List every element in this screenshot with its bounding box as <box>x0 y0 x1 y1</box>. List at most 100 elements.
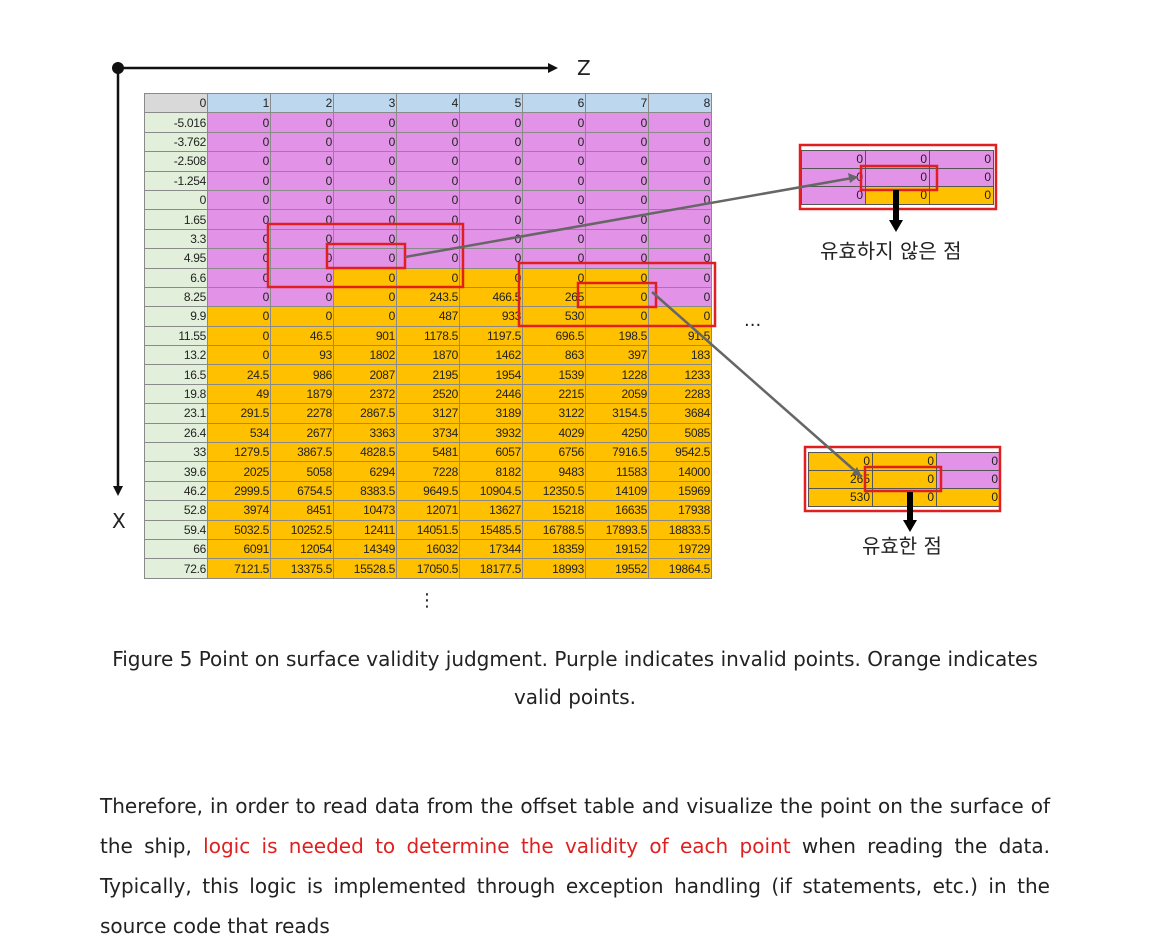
zoom-invalid-cell: 0 <box>929 168 994 187</box>
valid-cell: 466.5 <box>459 286 523 308</box>
valid-cell: 1178.5 <box>396 325 460 347</box>
x-header-cell: 26.4 <box>144 422 208 444</box>
valid-cell: 183 <box>648 345 712 366</box>
valid-cell: 534 <box>207 422 271 444</box>
invalid-cell: 0 <box>648 151 712 172</box>
valid-cell: 4029 <box>522 422 586 444</box>
body-paragraph: Therefore, in order to read data from th… <box>100 786 1050 946</box>
valid-cell: 19729 <box>648 538 712 560</box>
valid-cell: 530 <box>522 306 586 327</box>
valid-cell: 9483 <box>522 461 586 482</box>
valid-cell: 12411 <box>333 519 397 540</box>
valid-cell: 13375.5 <box>270 558 334 579</box>
x-header-cell: 16.5 <box>144 364 208 385</box>
valid-cell: 46.5 <box>270 325 334 347</box>
valid-cell: 6294 <box>333 461 397 482</box>
invalid-cell: 0 <box>270 131 334 153</box>
valid-cell: 15218 <box>522 500 586 521</box>
valid-cell: 863 <box>522 345 586 366</box>
invalid-cell: 0 <box>333 228 397 250</box>
valid-cell: 10904.5 <box>459 480 523 502</box>
invalid-cell: 0 <box>585 131 649 153</box>
valid-cell: 19152 <box>585 538 649 560</box>
invalid-cell: 0 <box>585 228 649 250</box>
invalid-cell: 0 <box>270 267 334 288</box>
valid-cell: 49 <box>207 383 271 405</box>
valid-cell: 1870 <box>396 345 460 366</box>
x-header-cell: 39.6 <box>144 461 208 482</box>
valid-cell: 0 <box>585 286 649 308</box>
paragraph-text-before: Therefore, in order to read data from th… <box>100 794 1050 858</box>
valid-cell: 3867.5 <box>270 442 334 463</box>
valid-cell: 0 <box>585 267 649 288</box>
invalid-cell: 0 <box>648 286 712 308</box>
invalid-cell: 0 <box>270 286 334 308</box>
valid-cell: 933 <box>459 306 523 327</box>
valid-cell: 17938 <box>648 500 712 521</box>
z-header-cell: 3 <box>333 92 397 114</box>
valid-cell: 12350.5 <box>522 480 586 502</box>
valid-cell: 986 <box>270 364 334 385</box>
invalid-cell: 0 <box>270 189 334 211</box>
z-axis-arrowhead <box>548 63 558 73</box>
invalid-cell: 0 <box>396 112 460 133</box>
invalid-cell: 0 <box>459 248 523 269</box>
valid-cell: 18993 <box>522 558 586 579</box>
valid-cell: 9649.5 <box>396 480 460 502</box>
invalid-cell: 0 <box>333 131 397 153</box>
x-header-cell: 1.65 <box>144 209 208 230</box>
x-header-cell: 8.25 <box>144 286 208 308</box>
invalid-cell: 0 <box>333 209 397 230</box>
valid-cell: 1228 <box>585 364 649 385</box>
x-header-cell: -2.508 <box>144 151 208 172</box>
z-header-cell: 8 <box>648 92 712 114</box>
valid-cell: 5085 <box>648 422 712 444</box>
invalid-cell: 0 <box>396 131 460 153</box>
invalid-cell: 0 <box>648 189 712 211</box>
zoom-invalid-cell: 0 <box>801 168 866 187</box>
zoom-valid-cell: 0 <box>936 488 1001 507</box>
valid-cell: 2215 <box>522 383 586 405</box>
valid-cell: 8451 <box>270 500 334 521</box>
zoom-valid-cell: 0 <box>872 470 937 489</box>
valid-cell: 5058 <box>270 461 334 482</box>
valid-cell: 3363 <box>333 422 397 444</box>
valid-cell: 1462 <box>459 345 523 366</box>
valid-cell: 18359 <box>522 538 586 560</box>
invalid-cell: 0 <box>207 209 271 230</box>
valid-cell: 14349 <box>333 538 397 560</box>
invalid-cell: 0 <box>270 228 334 250</box>
x-axis-label: X <box>112 509 126 533</box>
valid-cell: 901 <box>333 325 397 347</box>
valid-cell: 1802 <box>333 345 397 366</box>
valid-cell: 243.5 <box>396 286 460 308</box>
invalid-cell: 0 <box>522 131 586 153</box>
invalid-cell: 0 <box>459 189 523 211</box>
valid-cell: 14109 <box>585 480 649 502</box>
valid-cell: 19552 <box>585 558 649 579</box>
x-axis-arrowhead <box>113 486 123 496</box>
valid-cell: 6057 <box>459 442 523 463</box>
valid-cell: 4828.5 <box>333 442 397 463</box>
x-header-cell: 11.55 <box>144 325 208 347</box>
valid-cell: 15485.5 <box>459 519 523 540</box>
invalid-cell: 0 <box>270 209 334 230</box>
invalid-cell: 0 <box>459 209 523 230</box>
zoom-invalid-cell: 0 <box>929 150 994 169</box>
zoom-valid-cell: 0 <box>865 186 930 205</box>
valid-cell: 0 <box>333 267 397 288</box>
